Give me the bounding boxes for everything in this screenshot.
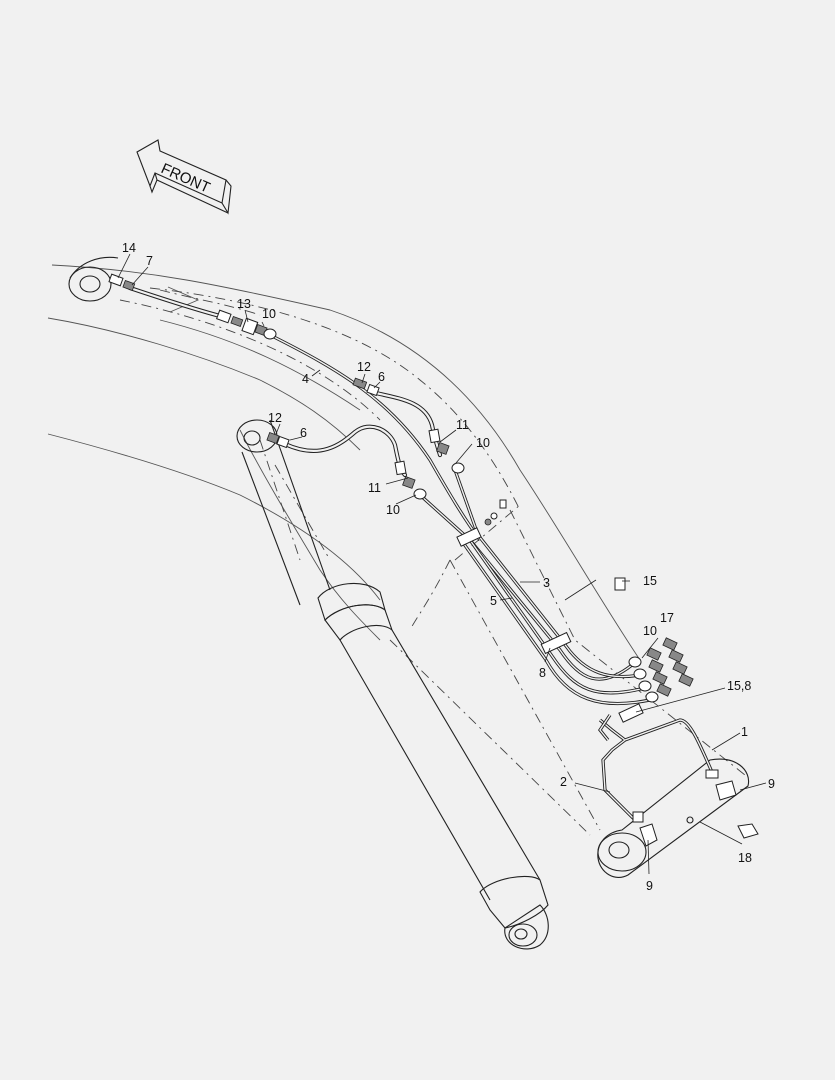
front-direction-arrow: FRONT <box>136 139 232 215</box>
callout-9: 9 <box>768 777 775 791</box>
arm-end-bracket <box>68 256 119 302</box>
leader-lines <box>117 253 767 875</box>
callout-7: 7 <box>146 254 153 268</box>
callout-2: 2 <box>560 775 567 789</box>
fitting-group-17 <box>628 637 694 703</box>
callout-4: 4 <box>302 372 309 386</box>
arm-lower-bracket <box>597 758 750 878</box>
hose-6-upper <box>369 389 443 458</box>
callout-9: 9 <box>646 879 653 893</box>
callout-12: 12 <box>268 411 282 425</box>
callout-11: 11 <box>456 418 469 432</box>
callout-10: 10 <box>643 624 657 638</box>
callout-labels: 14 7 13 10 4 12 6 12 6 11 10 11 10 3 5 1… <box>122 241 775 893</box>
callout-18: 18 <box>738 851 752 865</box>
callout-6: 6 <box>378 370 385 384</box>
callout-13: 13 <box>237 297 251 311</box>
callout-10: 10 <box>386 503 400 517</box>
arm-dashed-outline <box>119 287 746 836</box>
pipe-bundle <box>418 469 714 822</box>
callout-10: 10 <box>262 307 276 321</box>
callout-1: 1 <box>741 725 748 739</box>
callout-14: 14 <box>122 241 136 255</box>
front-label: FRONT <box>158 160 212 197</box>
boom-outline <box>47 264 641 661</box>
callout-15: 15 <box>643 574 657 588</box>
hydraulic-cylinder <box>236 419 549 950</box>
callout-11: 11 <box>368 481 381 495</box>
callout-15-8: 15,8 <box>727 679 751 693</box>
callout-10: 10 <box>476 436 490 450</box>
hose-7 <box>127 285 223 319</box>
callout-12: 12 <box>357 360 371 374</box>
tube-4 <box>269 333 482 541</box>
callout-5: 5 <box>490 594 497 608</box>
callout-17: 17 <box>660 611 674 625</box>
callout-8: 8 <box>539 666 546 680</box>
callout-6: 6 <box>300 426 307 440</box>
callout-3: 3 <box>543 576 550 590</box>
fittings <box>108 273 759 847</box>
